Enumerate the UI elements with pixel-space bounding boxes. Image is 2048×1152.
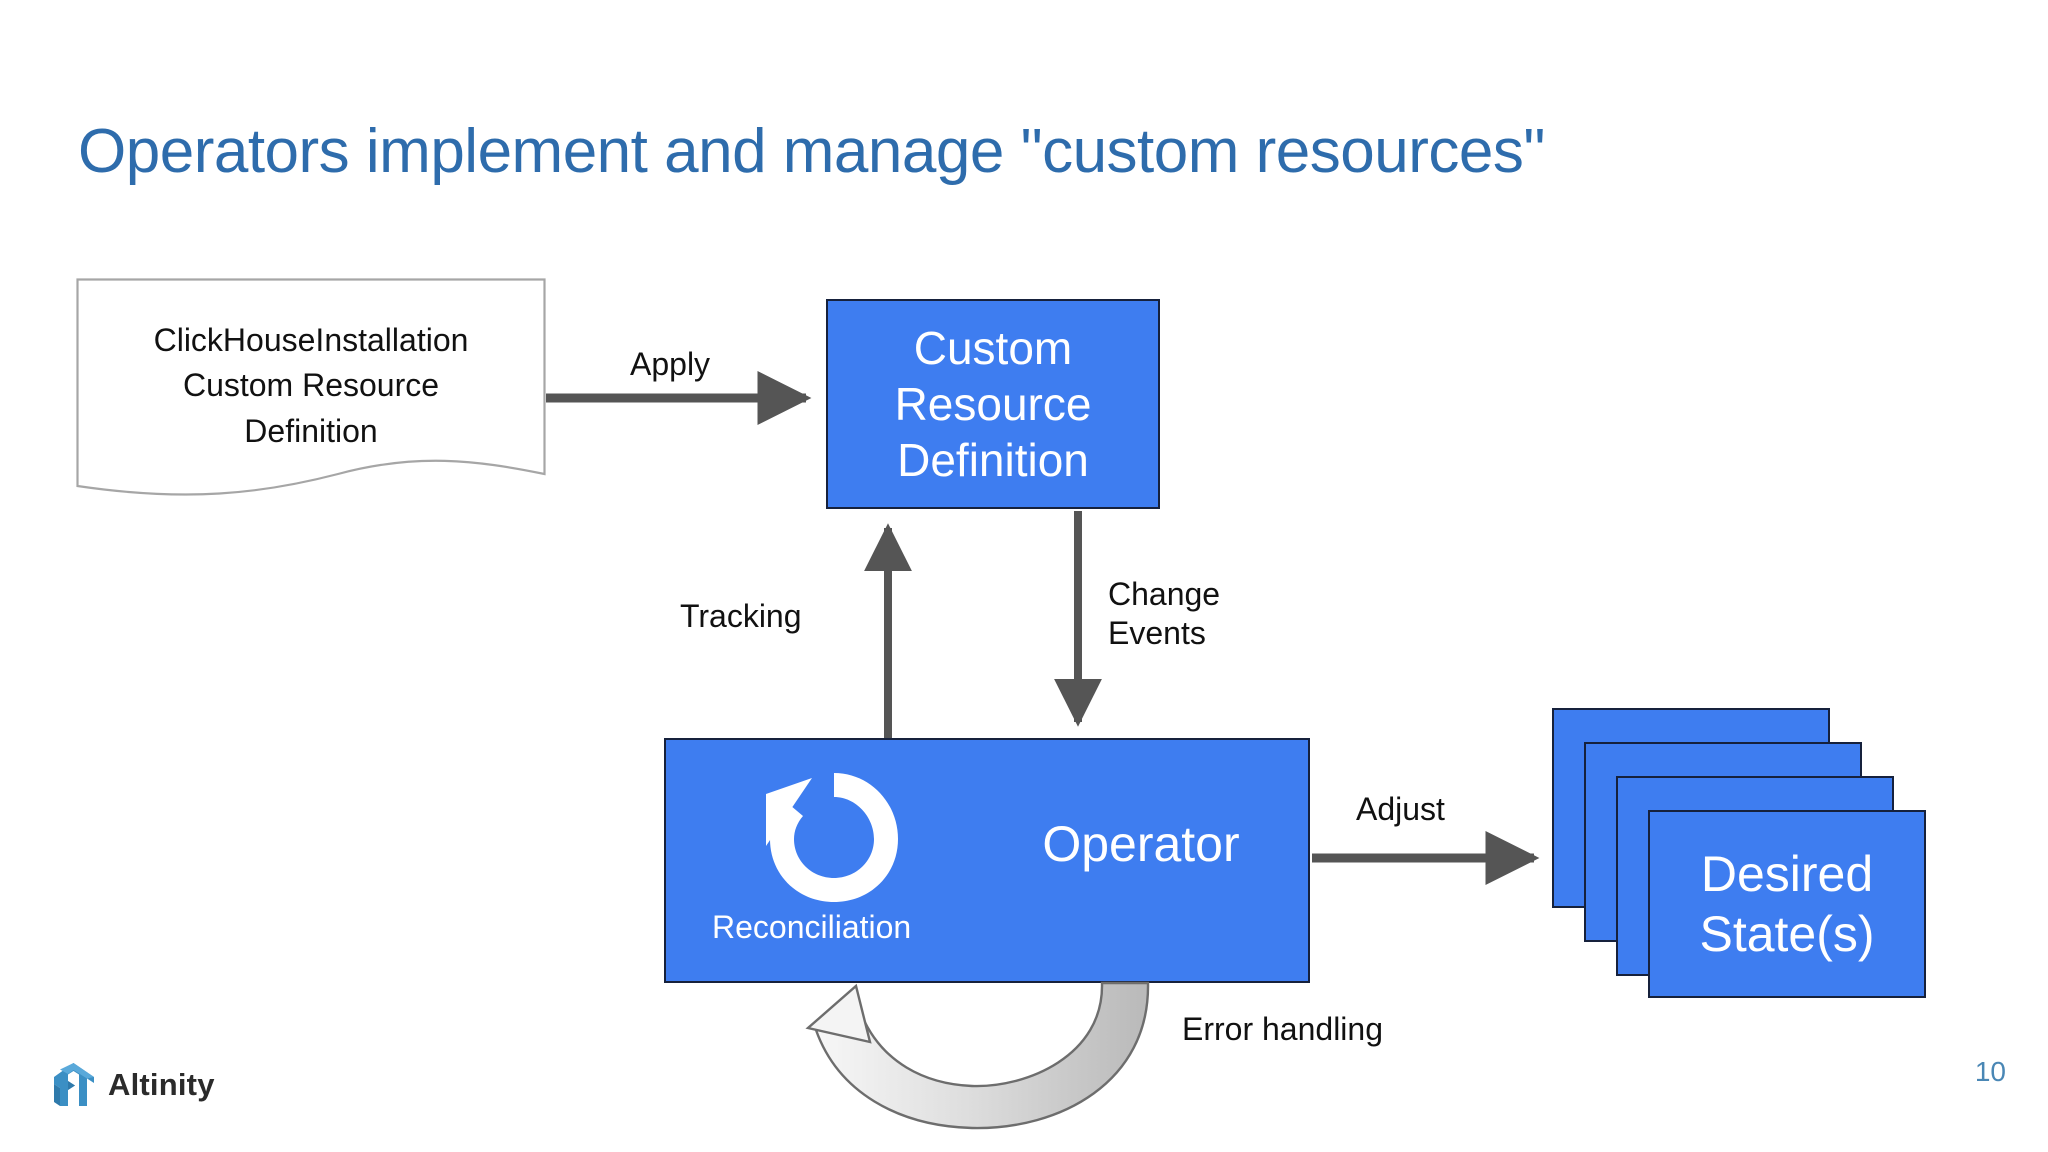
document-line-2: Custom Resource — [182, 367, 440, 404]
document-text: ClickHouseInstallation Custom Resource D… — [76, 318, 546, 454]
node-operator: Operator Reconciliation — [664, 738, 1310, 983]
crd-line-1: Custom — [913, 321, 1073, 374]
circular-arrow-icon — [748, 764, 908, 904]
desired-line-1: Desired — [1700, 846, 1874, 902]
brand-name: Altinity — [108, 1067, 215, 1102]
edge-error-handling — [805, 981, 1150, 1130]
brand-footer: Altinity — [52, 1062, 215, 1108]
edge-label-tracking: Tracking — [680, 598, 802, 634]
crd-line-3: Definition — [897, 434, 1089, 487]
document-line-3: Definition — [244, 412, 378, 449]
edge-label-change-events: Change Events — [1108, 576, 1221, 652]
node-desired-states: Desired State(s) — [1552, 708, 1960, 1028]
altinity-logo-icon — [54, 1063, 94, 1106]
edge-label-error-handling: Error handling — [1182, 1011, 1383, 1047]
page-number: 10 — [1974, 1056, 2006, 1087]
page-title: Operators implement and manage "custom r… — [78, 117, 1545, 186]
edge-label-apply: Apply — [630, 346, 711, 382]
clickhouse-installation-crd-document: ClickHouseInstallation Custom Resource D… — [76, 278, 546, 523]
node-custom-resource-definition: Custom Resource Definition — [826, 299, 1160, 509]
document-line-1: ClickHouseInstallation — [153, 322, 469, 358]
crd-line-2: Resource — [894, 377, 1092, 430]
operator-label: Operator — [1042, 816, 1240, 872]
desired-states-label: Desired State(s) — [1699, 844, 1874, 964]
reconciliation-label: Reconciliation — [712, 909, 912, 945]
desired-state-card-4: Desired State(s) — [1648, 810, 1926, 998]
crd-box-label: Custom Resource Definition — [895, 320, 1092, 488]
desired-line-2: State(s) — [1699, 906, 1875, 962]
edge-label-adjust: Adjust — [1356, 791, 1445, 827]
